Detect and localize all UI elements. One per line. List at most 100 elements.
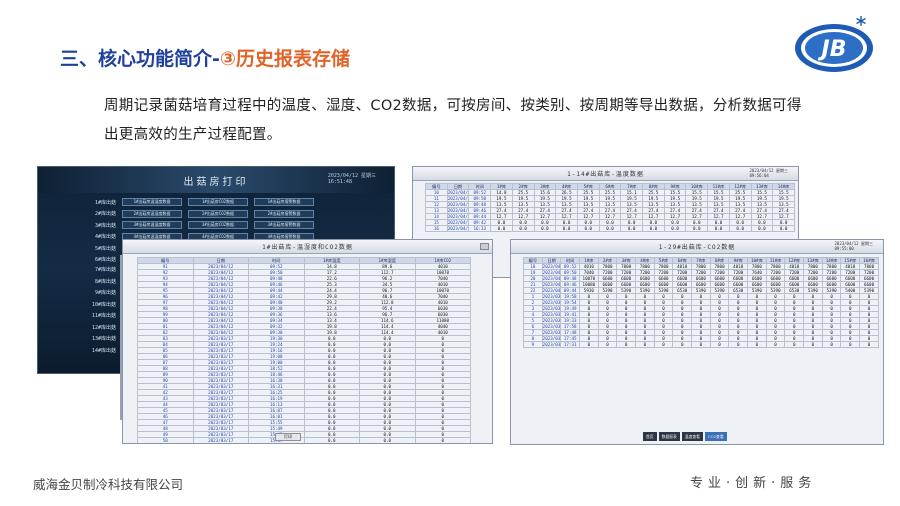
print-row: 1#库出菇 1#出菇房温湿度数据 1#出菇房CO2数据 1#出菇房报警数据: [78, 197, 320, 207]
table-row: 132023/04/1209:4627.427.427.427.427.427.…: [425, 207, 795, 214]
footer-slogan: 专业·创新·服务: [690, 476, 817, 491]
table-cell: 0.0: [728, 225, 752, 232]
table-cell: 2023/03/17: [541, 329, 562, 336]
table-cell: 0: [616, 341, 637, 348]
table-cell: 0: [765, 341, 786, 348]
company-logo: JB: [795, 16, 873, 72]
title-main: 三、核心功能简介-: [60, 48, 220, 70]
print-data-button[interactable]: 1#出菇房温湿度数据: [122, 198, 182, 206]
room-label: 11#库出菇: [91, 313, 116, 319]
table-cell: 2023/04/12: [541, 281, 562, 288]
table-cell: 0.0: [304, 444, 360, 445]
table-cell: 0.0: [360, 444, 416, 445]
table-cell: 17:31: [560, 341, 581, 348]
nav-tab[interactable]: CO2查看: [704, 432, 727, 441]
table-cell: 0: [784, 341, 805, 348]
table-cell: 0.0: [772, 225, 795, 232]
nav-tab[interactable]: 数据报表: [658, 432, 680, 441]
print-data-button[interactable]: 2#出菇房CO2数据: [188, 209, 248, 218]
table-cell: 0: [414, 437, 471, 443]
print-button[interactable]: 打印: [275, 433, 301, 441]
room-label: 7#库出菇: [94, 267, 116, 273]
table-cell: 2023/04/12: [446, 219, 470, 226]
table-cell: 16: [425, 225, 448, 232]
table-cell: 0: [635, 341, 655, 348]
table-cell: 2023/04/12: [446, 201, 470, 208]
print-data-button[interactable]: 2#出菇房报警数据: [254, 209, 314, 218]
room-label: 14#库出菇: [91, 347, 116, 354]
table-cell: 0.0: [642, 225, 665, 232]
table-cell: 0.0: [620, 225, 644, 232]
table-cell: 2023/03/17: [541, 317, 562, 324]
table-cell: 0: [653, 341, 674, 348]
table-cell: 2023/04/12: [541, 269, 562, 276]
page-title: 三、核心功能简介-③历史报表存储: [60, 44, 350, 71]
table-cell: 2023/03/17: [541, 335, 562, 342]
table-cell: 2023/04/12: [541, 263, 562, 270]
nav-tab[interactable]: 温度查看: [681, 432, 703, 441]
close-icon[interactable]: [480, 243, 489, 250]
table-cell: 0.0: [598, 225, 622, 232]
room-label: 9#库出菇: [94, 290, 116, 296]
room-label: 1#库出菇: [94, 199, 116, 206]
table-cell: 0.0: [707, 225, 730, 232]
print-data-button[interactable]: 1#出菇房CO2数据: [188, 198, 248, 206]
description: 周期记录菌菇培育过程中的温度、湿度、CO2数据，可按房间、按类别、按周期等导出数…: [104, 98, 802, 143]
table-cell: 0.0: [533, 225, 557, 232]
table-cell: 0: [579, 341, 599, 348]
table-cell: 2023/03/17: [541, 293, 562, 300]
table-row: 102023/04/1209:5214.825.515.626.525.525.…: [425, 189, 795, 196]
print-data-button[interactable]: 3#出菇房报警数据: [254, 221, 314, 229]
window-titlebar: 1#出菇库-温湿度和CO2数据: [123, 240, 492, 254]
table-cell: 0.0: [750, 225, 774, 232]
room-label: 10#库出菇: [91, 301, 116, 308]
snowflake-icon: [856, 16, 866, 26]
print-panel-title: 出菇房打印: [38, 167, 394, 193]
table-cell: 0: [597, 341, 618, 348]
table-row: 192023/04/1209:5070407200720072007200720…: [523, 269, 879, 276]
table-cell: 2023/04/12: [541, 275, 562, 282]
table-cell: 0: [691, 341, 711, 348]
table-cell: 0.0: [490, 225, 513, 232]
table-cell: 0: [709, 341, 730, 348]
table-cell: 2023/04/12: [446, 213, 470, 220]
table-cell: 0: [803, 341, 823, 348]
table-cell: 0: [747, 341, 767, 348]
print-data-button[interactable]: 2#出菇房温湿度数据: [122, 209, 182, 218]
table-cell: 0.0: [576, 225, 600, 232]
table-cell: 0.0: [685, 225, 709, 232]
table-cell: 0: [672, 341, 693, 348]
room-label: 5#库出菇: [94, 245, 116, 252]
print-data-button[interactable]: 3#出菇房CO2数据: [188, 221, 248, 229]
nav-tab[interactable]: 首页: [643, 432, 657, 441]
print-data-button[interactable]: 1#出菇房报警数据: [254, 198, 314, 206]
table-cell: 2023/03/17: [541, 311, 562, 318]
table-cell: 0: [840, 341, 861, 348]
window-title: 1#出菇库-温湿度和CO2数据: [262, 244, 353, 251]
table-cell: 0: [859, 341, 879, 348]
table-cell: 2023/03/17: [193, 444, 249, 445]
room-label: 13#库出菇: [91, 336, 116, 342]
table-cell: 2023/04/12: [446, 207, 470, 214]
table-cell: 2023/03/17: [541, 299, 562, 306]
window-title: 1-29#出菇库-CO2数据: [658, 244, 736, 251]
print-data-button[interactable]: 3#出菇房温湿度数据: [122, 221, 182, 229]
